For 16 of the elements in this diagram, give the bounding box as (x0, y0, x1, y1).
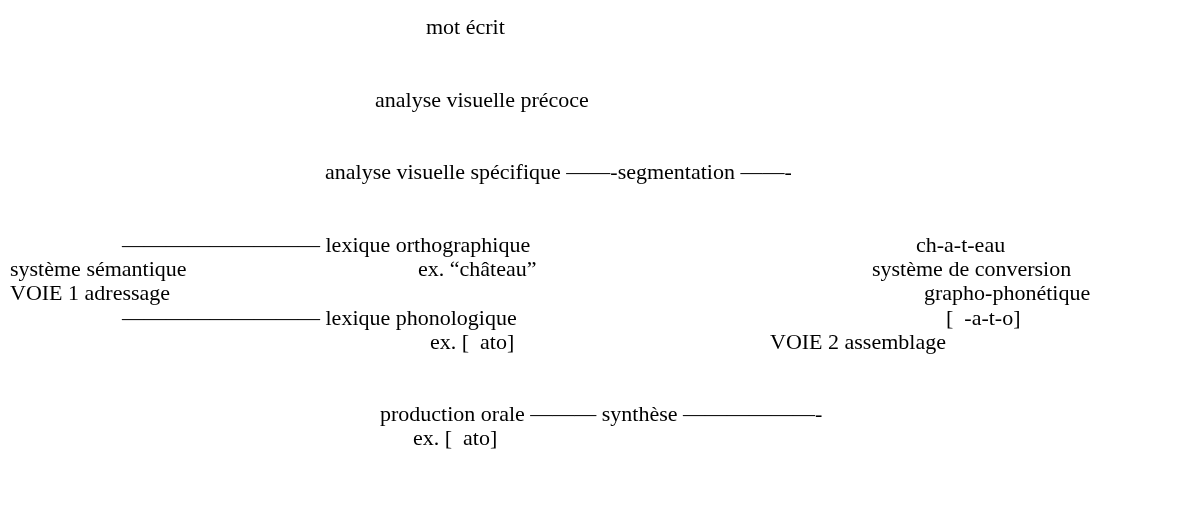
diagram-label: ch-a-t-eau (916, 233, 1006, 257)
diagram-label: analyse visuelle spécifique ——-segmentation ——- (325, 160, 792, 184)
diagram-label: système de conversion (872, 257, 1072, 281)
diagram-label: ex. [ ato] (413, 426, 498, 450)
diagram-label: ex. “château” (418, 257, 537, 281)
diagram-label: analyse visuelle précoce (375, 88, 589, 112)
diagram-label: VOIE 1 adressage (10, 281, 171, 305)
diagram-label: grapho-phonétique (924, 281, 1091, 305)
diagram-label: [ -a-t-o] (946, 306, 1021, 330)
diagram-label: ————————— lexique phonologique (122, 306, 517, 330)
diagram-label: ex. [ ato] (430, 330, 515, 354)
diagram-label: mot écrit (426, 15, 505, 39)
diagram-label: système sémantique (10, 257, 187, 281)
diagram-label: production orale ——— synthèse ——————- (380, 402, 823, 426)
diagram-label: ————————— lexique orthographique (122, 233, 531, 257)
diagram-label: VOIE 2 assemblage (770, 330, 946, 354)
